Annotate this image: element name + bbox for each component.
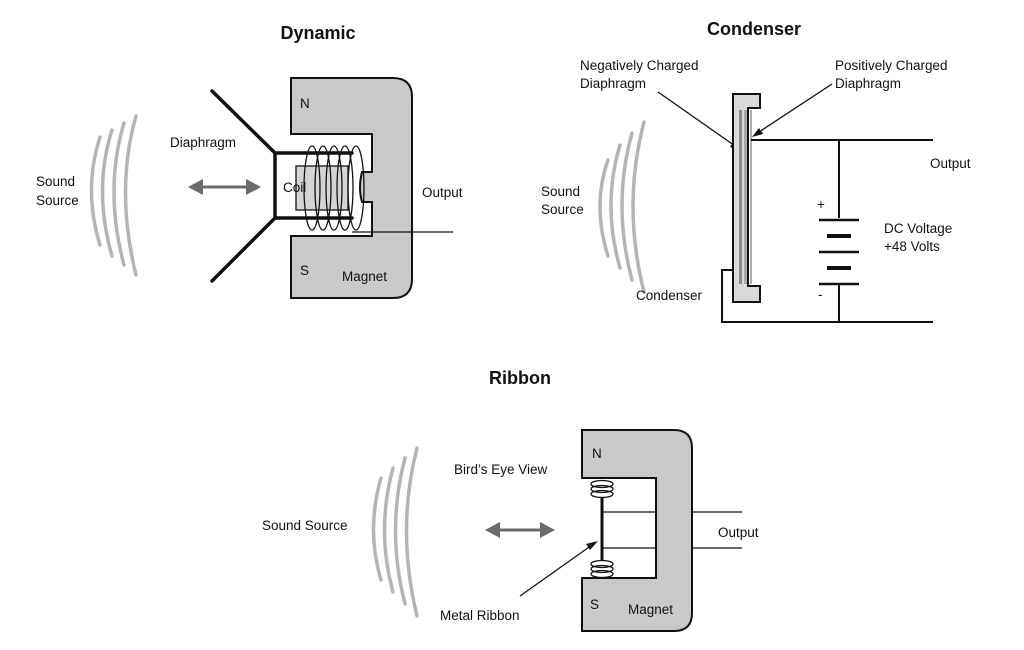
condenser-label: Condenser [636, 288, 703, 303]
condenser-capsule [732, 93, 761, 303]
metal-ribbon-callout [519, 541, 598, 597]
dynamic-sound-source-label-line1: Sound [36, 174, 75, 189]
ribbon-title: Ribbon [489, 368, 551, 388]
condenser-output-label: Output [930, 156, 971, 171]
dynamic-title: Dynamic [280, 23, 355, 43]
sound-wave-arc [631, 120, 646, 294]
diaphragm-cone [210, 89, 354, 283]
sound-wave-arc [123, 114, 138, 277]
ribbon-pole-s-label: S [590, 597, 599, 612]
sound-wave-arc [382, 466, 395, 594]
positive-diaphragm-label-line2: Diaphragm [835, 76, 901, 91]
dynamic-magnet-label: Magnet [342, 269, 387, 284]
dc-voltage-label-line2: +48 Volts [884, 239, 940, 254]
condenser-title: Condenser [707, 19, 801, 39]
dynamic-sound-source-label-line2: Source [36, 193, 79, 208]
battery-plus-label: + [817, 197, 825, 212]
dynamic-output-label: Output [422, 185, 463, 200]
voice-coil [303, 145, 365, 231]
ribbon-magnet-label: Magnet [628, 602, 673, 617]
dynamic-double-arrow [188, 179, 261, 195]
ribbon-sound-waves [371, 446, 419, 618]
ribbon-springs [590, 479, 614, 579]
dynamic-pole-n-label: N [300, 96, 310, 111]
ribbon-magnet [581, 429, 693, 632]
birds-eye-view-label: Bird’s Eye View [454, 462, 548, 477]
condenser-sound-source-label-line1: Sound [541, 184, 580, 199]
condenser-microphone-diagram: Condenser Negatively Charged Diaphragm P… [541, 19, 971, 323]
condenser-sound-waves [598, 120, 646, 294]
condenser-circuit-wires [721, 139, 933, 323]
condenser-sound-source-label-line2: Source [541, 202, 584, 217]
sound-wave-arc [609, 143, 622, 270]
dynamic-sound-waves [89, 114, 138, 277]
metal-ribbon-label: Metal Ribbon [440, 608, 520, 623]
negative-diaphragm-label-line1: Negatively Charged [580, 58, 699, 73]
sound-wave-arc [620, 131, 634, 282]
coil-label: Coil [283, 180, 306, 195]
ribbon-output-wires [692, 511, 742, 549]
sound-wave-arc [100, 128, 114, 258]
sound-wave-arc [598, 158, 610, 258]
ribbon-output-label: Output [718, 525, 759, 540]
dynamic-magnet [290, 77, 413, 299]
ribbon-sound-source-label: Sound Source [262, 518, 348, 533]
ribbon-microphone-diagram: Ribbon Sound Source Bird’s Eye View N S … [262, 368, 759, 632]
negative-diaphragm-label-line2: Diaphragm [580, 76, 646, 91]
diaphragm-label: Diaphragm [170, 135, 236, 150]
battery-symbol [819, 218, 859, 286]
sound-wave-arc [89, 135, 102, 247]
dynamic-microphone-diagram: Dynamic Sound Source Diaphragm N S Magne… [36, 23, 463, 299]
positive-diaphragm-label-line1: Positively Charged [835, 58, 948, 73]
sound-wave-arc [371, 476, 383, 582]
dynamic-pole-s-label: S [300, 263, 309, 278]
sound-wave-arc [393, 456, 407, 606]
dc-voltage-label-line1: DC Voltage [884, 221, 952, 236]
ribbon-pole-n-label: N [592, 446, 602, 461]
battery-minus-label: - [818, 287, 823, 302]
sound-wave-arc [112, 121, 126, 267]
ribbon-double-arrow [485, 522, 555, 538]
sound-wave-arc [404, 446, 419, 618]
